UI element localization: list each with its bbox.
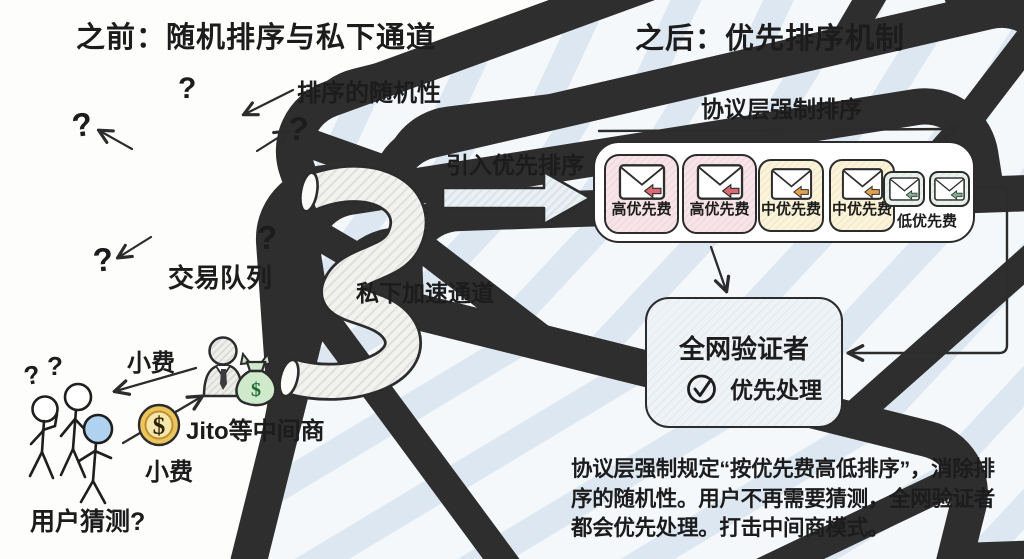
question-mark: ? xyxy=(286,109,311,148)
tube-opening-bottom xyxy=(278,358,300,398)
stick-figure xyxy=(28,395,59,480)
question-mark: ? xyxy=(91,240,116,279)
priority-card-low xyxy=(883,171,925,207)
bag-dollar-sign: $ xyxy=(251,379,261,401)
queue-label: 交易队列 xyxy=(168,263,273,293)
envelope-icon xyxy=(841,168,884,200)
priority-card-label: 高优先费 xyxy=(611,201,672,218)
priority-card-low xyxy=(929,171,970,207)
validator-status: 优先处理 xyxy=(730,377,822,403)
priority-card-label: 中优先费 xyxy=(831,201,892,218)
users-label: 用户猜测? xyxy=(30,508,146,536)
envelope-icon xyxy=(889,177,920,201)
tube-opening-top xyxy=(299,171,319,213)
middleman-label: Jito等中间商 xyxy=(186,418,325,445)
stick-figure-highlighted xyxy=(77,413,114,505)
description-text: 协议层强制规定“按优先费高低排序”，消除排 序的随机性。用户不再需要猜测，全网验… xyxy=(571,457,996,540)
tip-label-lower: 小费 xyxy=(145,459,193,486)
protocol-ordering-arrow xyxy=(597,129,958,131)
priority-card-high: 高优先费 xyxy=(604,154,679,234)
priority-card-high: 高优先费 xyxy=(682,154,757,234)
queue-to-validator-arrow xyxy=(709,245,726,290)
priority-card-medium: 中优先费 xyxy=(829,159,895,232)
priority-card-medium: 中优先费 xyxy=(758,159,824,232)
question-mark: ? xyxy=(47,351,63,381)
question-mark: ? xyxy=(69,104,95,145)
stick-figure xyxy=(59,382,93,479)
question-mark: ? xyxy=(178,72,197,105)
tip-label-upper: 小费 xyxy=(127,350,175,377)
user-stick-figures xyxy=(28,382,114,505)
low-priority-group-label: 低优先费 xyxy=(896,213,957,230)
middleman-icon xyxy=(202,336,244,398)
question-mark: ? xyxy=(257,219,278,256)
coin-dollar-sign: $ xyxy=(153,413,166,440)
coin-icon: $ xyxy=(137,403,181,447)
channel-label: 私下加速通道 xyxy=(356,280,494,306)
question-mark: ? xyxy=(21,358,43,392)
envelope-icon xyxy=(770,168,813,200)
priority-card-label: 高优先费 xyxy=(689,201,750,218)
money-bag-icon: $ xyxy=(235,351,277,407)
priority-queue-container: 高优先费 高优先费 中优先费 中优先费 低优先费 xyxy=(593,141,975,243)
right-section-title: 之后：优先排序机制 xyxy=(634,23,905,55)
envelope-icon xyxy=(618,164,666,200)
validator-box: 全网验证者 优先处理 xyxy=(645,297,843,428)
randomness-label: 排序的随机性 xyxy=(297,80,441,107)
envelope-icon xyxy=(934,177,965,201)
priority-card-label: 中优先费 xyxy=(760,201,821,218)
randomness-pointer-arrow xyxy=(245,88,295,114)
check-icon xyxy=(687,374,716,404)
left-section-title: 之前：随机排序与私下通道 xyxy=(75,22,436,54)
envelope-icon xyxy=(696,164,744,200)
protocol-ordering-label: 协议层强制排序 xyxy=(701,96,862,122)
transition-arrow-label: 引入优先排序 xyxy=(446,152,584,178)
validator-title: 全网验证者 xyxy=(678,334,809,364)
